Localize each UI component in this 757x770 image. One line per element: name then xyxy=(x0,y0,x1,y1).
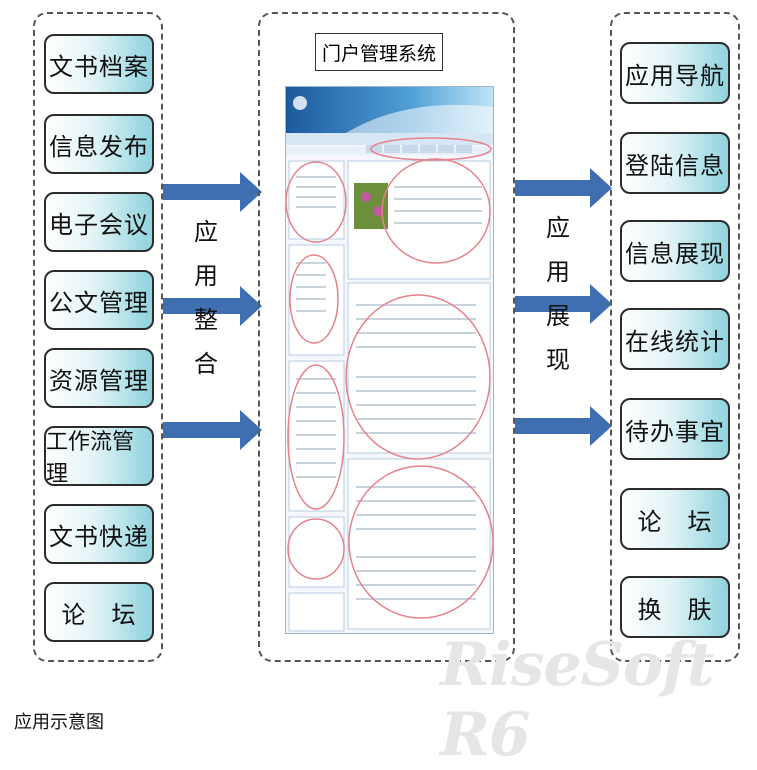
right-item-label: 待办事宜 xyxy=(625,417,725,446)
display-label: 应 用 展 现 xyxy=(538,206,578,382)
arrow-right-3 xyxy=(515,406,612,446)
portal-title-text: 门户管理系统 xyxy=(321,42,436,65)
integration-label-char: 用 xyxy=(194,262,218,290)
left-item-label: 电子会议 xyxy=(49,210,149,239)
left-item-info-publish: 信息发布 xyxy=(44,114,154,174)
middle-panel xyxy=(258,12,515,662)
right-panel xyxy=(610,12,740,662)
integration-label-char: 应 xyxy=(194,218,218,246)
caption: 应用示意图 xyxy=(14,708,104,734)
right-item-skin: 换 肤 xyxy=(620,576,730,638)
watermark: RiseSoft R6 xyxy=(440,630,757,770)
arrow-right-1 xyxy=(515,168,612,208)
portal-screenshot-drawing xyxy=(286,87,493,632)
right-item-login-info: 登陆信息 xyxy=(620,132,730,194)
right-item-online-stats: 在线统计 xyxy=(620,308,730,370)
arrow-left-1 xyxy=(163,172,262,212)
portal-screenshot xyxy=(285,86,494,634)
display-label-char: 展 xyxy=(546,302,570,330)
left-item-label: 论 坛 xyxy=(61,600,137,629)
right-item-forum: 论 坛 xyxy=(620,488,730,550)
right-item-info-display: 信息展现 xyxy=(620,220,730,282)
right-item-label: 换 肤 xyxy=(637,595,713,624)
left-item-label: 工作流管理 xyxy=(46,430,135,487)
integration-label-char: 整 xyxy=(194,306,218,334)
portal-title: 门户管理系统 xyxy=(315,33,443,71)
left-item-label: 文书快递 xyxy=(49,522,149,551)
left-item-resource-mgmt: 资源管理 xyxy=(44,348,154,408)
left-item-doc-express: 文书快递 xyxy=(44,504,154,564)
right-item-label: 信息展现 xyxy=(625,239,725,268)
left-item-e-meeting: 电子会议 xyxy=(44,192,154,252)
caption-text: 应用示意图 xyxy=(14,712,104,733)
left-item-label: 文书档案 xyxy=(49,52,149,81)
arrow-left-3 xyxy=(163,410,262,450)
right-item-app-nav: 应用导航 xyxy=(620,42,730,104)
left-item-forum: 论 坛 xyxy=(44,582,154,642)
left-item-document-mgmt: 公文管理 xyxy=(44,270,154,330)
integration-label: 应 用 整 合 xyxy=(186,210,226,386)
left-item-label: 公文管理 xyxy=(49,288,149,317)
right-item-label: 应用导航 xyxy=(625,61,725,90)
left-panel xyxy=(33,12,163,662)
display-label-char: 应 xyxy=(546,214,570,242)
left-item-label: 资源管理 xyxy=(49,366,149,395)
right-item-label: 登陆信息 xyxy=(625,151,725,180)
watermark-text: RiseSoft R6 xyxy=(440,630,714,770)
right-item-label: 在线统计 xyxy=(625,327,725,356)
display-label-char: 用 xyxy=(546,258,570,286)
left-item-label: 信息发布 xyxy=(49,132,149,161)
integration-label-char: 合 xyxy=(194,350,218,378)
display-label-char: 现 xyxy=(546,346,570,374)
left-item-archives: 文书档案 xyxy=(44,34,154,94)
right-item-label: 论 坛 xyxy=(637,507,713,536)
left-item-workflow-mgmt: 工作流管理 xyxy=(44,426,154,487)
right-item-todo: 待办事宜 xyxy=(620,398,730,460)
